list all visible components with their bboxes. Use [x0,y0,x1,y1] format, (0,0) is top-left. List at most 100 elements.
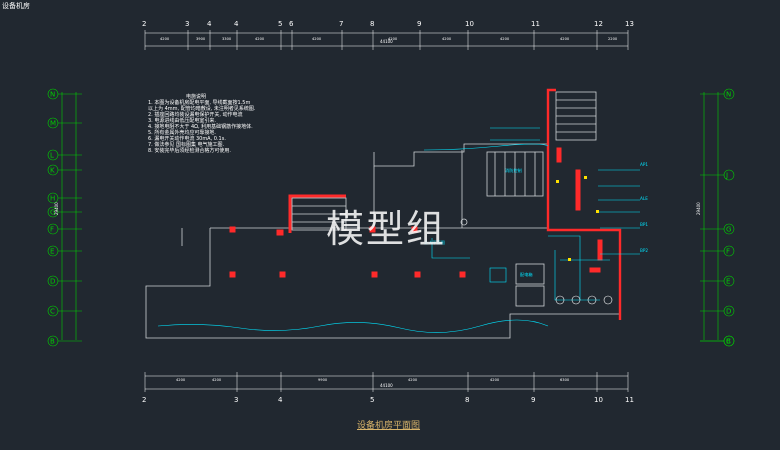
top-dim-label: 4200 [160,37,170,41]
column-circle [460,218,468,226]
left-axis-label: G [50,209,55,217]
wiring-run-top [423,143,549,151]
top-dim-label: 3900 [196,37,206,41]
left-axis-label: B [50,338,55,346]
cad-label: AP1 [640,162,648,167]
cad-label: BP2 [640,248,648,253]
top-dim-label: 3300 [222,37,232,41]
column [414,271,421,278]
left-axis-label: F [50,226,54,234]
top-axis-label: 5 [278,20,282,28]
right-axis-label: F [726,248,730,256]
yellow-mark [568,258,571,261]
right-axis-bubble [723,305,735,317]
right-axis-bubble [723,169,735,181]
note-line: 6. 漏电开关动作电流 30mA, 0.1s. [148,136,226,142]
left-axis-label: C [50,308,55,316]
note-line: 2. 插座回路均装设漏电保护开关, 动作电流 [148,112,243,118]
equipment-circle [603,295,613,305]
drawing-caption: 设备机房平面图 [357,421,421,431]
left-axis-bubble [47,117,59,129]
left-axis-bubble [47,206,59,218]
right-axis-bubble [723,245,735,257]
column [229,226,236,233]
note-line: 1. 本图为设备机房配电平面, 导线截面按1.5m [148,100,251,106]
left-axis-bubble [47,164,59,176]
left-axis-bubble [47,149,59,161]
right-axis-bubble [723,275,735,287]
left-axis-bubble [47,223,59,235]
right-axis-label: E [726,278,730,286]
panel-box [489,267,507,283]
wiring-run-right-3 [554,250,600,301]
bottom-axis-label: 3 [234,396,238,404]
top-axis-label: 9 [417,20,421,28]
left-axis-label: E [50,248,54,256]
top-axis-label: 4 [234,20,239,28]
bottom-axis-label: 9 [531,396,535,404]
red-riser [575,169,581,211]
top-axis-label: 8 [370,20,374,28]
right-axis-label: J [725,172,728,180]
building-outline [145,91,621,339]
yellow-marks [556,176,599,261]
bottom-axis-label: 4 [278,396,283,404]
right-axis-label: B [726,338,731,346]
top-dim-label: 4200 [442,37,452,41]
top-dim-label: 4200 [388,37,398,41]
top-axis-label: 2 [142,20,146,28]
top-axis-label: 4 [207,20,212,28]
column [411,226,418,233]
overall-dim-bottom: 44100 [380,383,393,388]
wiring-run-right [548,235,581,300]
yellow-mark [584,176,587,179]
left-axis-bubble [47,335,59,347]
left-axis-label: H [50,195,55,203]
bottom-dim-label: 6300 [560,378,570,382]
note-line: 以上为 4mm, 配管均暗敷设, 未注明者见系统图. [148,106,256,112]
general-notes: 电施说明 1. 本图为设备机房配电平面, 导线截面按1.5m 以上为 4mm, … [148,94,255,154]
red-riser [597,239,603,261]
right-axis-label: D [726,308,731,316]
drawing-tab-title: 设备机房 [2,2,30,10]
cad-label: ALE [640,196,648,201]
note-line: 8. 安装完毕后须经检测合格方可使用. [148,148,231,154]
top-dim-label: 2200 [608,37,618,41]
top-axis-label: 3 [185,20,189,28]
bottom-dim-label: 4200 [408,378,418,382]
watermark-text: 模型组 [326,207,447,251]
bottom-axis-label: 5 [370,396,374,404]
note-line: 7. 做法参见 国标图集 电气施工图. [148,142,225,148]
wiring-run-mid [431,238,470,259]
left-axis-label: N [50,91,55,99]
top-axis-label: 12 [594,20,603,28]
left-axis-bubble [47,305,59,317]
top-axis-label: 13 [625,20,634,28]
top-dim-label: 4200 [312,37,322,41]
cad-label: 上人平面图 [424,239,445,246]
upper-wall [373,143,548,167]
note-line: 4. 接地电阻不大于 4Ω, 利用基础钢筋作接地体. [148,124,253,130]
red-wall-left [288,194,346,233]
left-axis-label: D [50,278,55,286]
bottom-axis-label: 11 [625,396,634,404]
red-wall-right [546,88,622,320]
top-axis-label: 11 [531,20,540,28]
top-axis-label: 7 [339,20,343,28]
red-riser [556,147,562,163]
red-riser [589,267,601,273]
bottom-dim-label: 4200 [176,378,186,382]
right-axis-label: N [726,91,731,99]
notes-heading: 电施说明 [186,94,207,100]
equipment-circles [555,295,613,305]
bottom-dim-label: 4200 [490,378,500,382]
top-axis-label: 10 [465,20,474,28]
top-dim-label: 4200 [560,37,570,41]
top-dim-label: 4200 [500,37,510,41]
column [459,271,466,278]
